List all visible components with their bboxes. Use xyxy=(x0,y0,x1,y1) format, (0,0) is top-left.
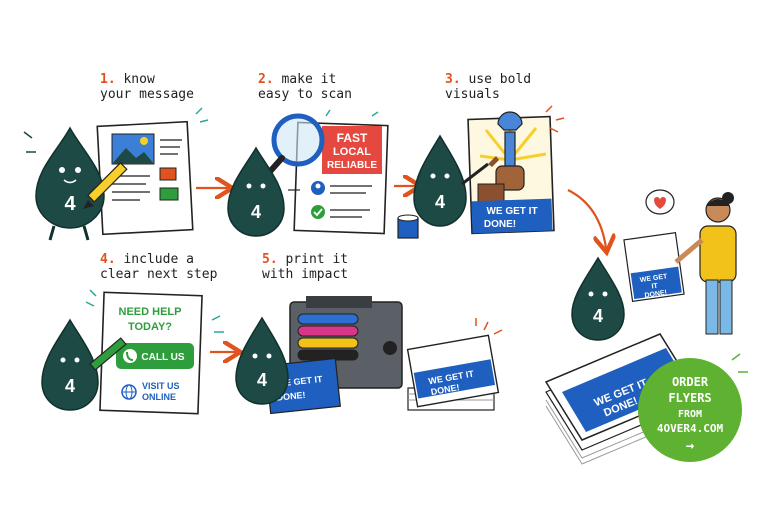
scan-flyer-line3: RELIABLE xyxy=(327,160,377,171)
step-1-line2: your message xyxy=(100,87,194,102)
cta-headline-line1: NEED HELP xyxy=(119,306,182,318)
phone-icon xyxy=(123,349,137,363)
sun-icon xyxy=(140,137,148,145)
arrow-right-icon: → xyxy=(686,438,694,454)
mascot-3: 4 xyxy=(413,134,467,227)
bold-flyer-line2: DONE! xyxy=(484,219,516,230)
stack-small-line2: DONE! xyxy=(430,382,460,397)
step-5-scene: WE GET IT DONE! 4 WE GET IT DONE! xyxy=(235,296,503,415)
step-1-title: 1. know your message xyxy=(100,72,194,102)
mascot-2: 4 xyxy=(227,146,285,237)
mountain-icon xyxy=(112,148,154,164)
mascot-3-label: 4 xyxy=(435,192,445,212)
step-2-number: 2. xyxy=(258,72,274,87)
mascot-5: 4 xyxy=(235,316,289,405)
customer-woman xyxy=(674,192,737,335)
mascot-4-label: 4 xyxy=(65,376,75,396)
scan-flyer-line2: LOCAL xyxy=(333,146,371,158)
checkmark-icon xyxy=(311,205,325,219)
message-flyer xyxy=(96,120,194,236)
badge-line2: FLYERS xyxy=(668,391,711,405)
step-2-scene: FAST LOCAL RELIABLE 4 xyxy=(227,109,389,237)
paintbrush-icon xyxy=(461,156,499,186)
step-5-number: 5. xyxy=(262,252,278,267)
badge-line1: ORDER xyxy=(672,375,709,389)
step-3-scene: WE GET IT DONE! 4 xyxy=(397,105,565,239)
step-5-title: 5. print it with impact xyxy=(262,252,348,282)
mascot-4: 4 xyxy=(41,318,99,411)
held-flyer: WE GET IT DONE! xyxy=(623,232,685,302)
mascot-6-label: 4 xyxy=(593,306,603,326)
step-1-line1: know xyxy=(123,72,155,87)
step-3-line1: use bold xyxy=(468,72,532,87)
paint-can-icon xyxy=(397,214,419,239)
step-3-title: 3. use bold visuals xyxy=(445,72,531,102)
mascot-5-label: 4 xyxy=(257,370,267,390)
mascot-2-label: 4 xyxy=(251,202,261,222)
bold-flyer-line1: WE GET IT xyxy=(486,206,537,217)
step-2-line2: easy to scan xyxy=(258,87,352,102)
fist-icon xyxy=(477,165,525,205)
heart-speech-bubble xyxy=(645,189,675,215)
mascot-1-label: 4 xyxy=(64,193,76,215)
visit-us-line2: ONLINE xyxy=(142,392,176,402)
scan-flyer-line1: FAST xyxy=(337,131,368,145)
bold-flyer: WE GET IT DONE! xyxy=(467,111,555,235)
step-4-line2: clear next step xyxy=(100,267,218,282)
step-4-title: 4. include a clear next step xyxy=(100,252,217,282)
arrow-step3-to-final xyxy=(567,189,606,248)
step-1-number: 1. xyxy=(100,72,116,87)
step-2-line1: make it xyxy=(281,72,337,87)
step-1-scene: 4 xyxy=(23,107,209,241)
step-5-line1: print it xyxy=(285,252,349,267)
badge-line3: FROM xyxy=(678,409,702,420)
badge-line4: 4OVER4.COM xyxy=(657,422,724,435)
step-3-line2: visuals xyxy=(445,87,500,102)
step-3-number: 3. xyxy=(445,72,461,87)
step-4-scene: NEED HELP TODAY? CALL US VISIT US ONLINE… xyxy=(41,289,224,415)
flyer-stack-small: WE GET IT DONE! xyxy=(406,334,500,411)
held-flyer-line1: WE GET xyxy=(639,273,668,284)
step-5-line2: with impact xyxy=(262,267,349,282)
held-flyer-line2: IT xyxy=(651,283,659,291)
heart-icon xyxy=(654,197,666,209)
magnifying-glass-icon xyxy=(263,113,325,179)
call-us-label: CALL US xyxy=(141,352,184,363)
step-2-title: 2. make it easy to scan xyxy=(258,72,352,102)
final-scene: 4 WE GET IT DONE! xyxy=(544,189,748,465)
marker-pen-icon xyxy=(89,337,127,371)
cta-flyer: NEED HELP TODAY? CALL US VISIT US ONLINE xyxy=(99,291,203,415)
mascot-1: 4 xyxy=(35,126,105,241)
wrench-icon xyxy=(497,111,523,183)
order-flyers-badge: ORDER FLYERS FROM 4OVER4.COM → xyxy=(638,358,742,462)
pencil-icon xyxy=(83,162,128,209)
step-4-line1: include a xyxy=(123,252,194,267)
call-us-button xyxy=(116,343,194,369)
step-4-number: 4. xyxy=(100,252,116,267)
cta-headline-line2: TODAY? xyxy=(128,321,172,333)
held-flyer-line3: DONE! xyxy=(644,289,667,299)
mascot-6: 4 xyxy=(571,256,625,341)
visit-us-line1: VISIT US xyxy=(142,381,180,391)
